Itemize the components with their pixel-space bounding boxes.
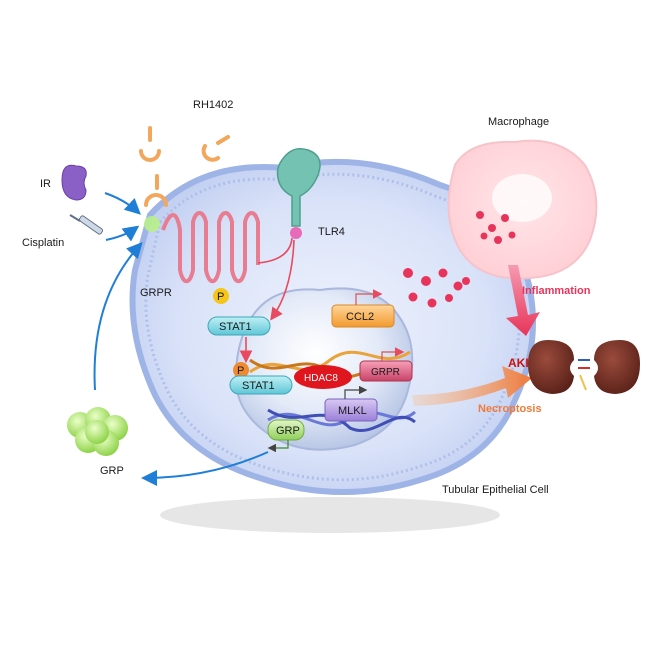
nuclear-stat1-label: STAT1 bbox=[242, 380, 275, 392]
tlr4-receptor bbox=[276, 148, 321, 227]
grp-secreted-label: GRP bbox=[100, 465, 124, 477]
macrophage-granules bbox=[476, 211, 516, 244]
grp-secretion-arrow bbox=[141, 451, 269, 486]
inflammation-arrow bbox=[506, 265, 540, 336]
grpr-ligand-site bbox=[144, 216, 160, 232]
ir-to-grpr-arrow bbox=[104, 192, 141, 215]
cisplatin-to-grpr-arrow bbox=[105, 225, 140, 242]
tlr4-binding-site bbox=[290, 227, 302, 239]
cell-membrane-inner bbox=[144, 172, 521, 482]
phospho-badge-text: P bbox=[217, 291, 224, 303]
macrophage-label: Macrophage bbox=[488, 116, 549, 128]
ir-label: IR bbox=[40, 178, 51, 190]
grp-to-grpr-arrow bbox=[93, 242, 143, 391]
inflammation-label: Inflammation bbox=[522, 285, 591, 297]
grpr-receptor bbox=[161, 211, 260, 284]
ccl2-box bbox=[331, 304, 395, 328]
ccl2-promoter-arrow bbox=[355, 289, 383, 305]
grpr-gene-label: GRPR bbox=[371, 367, 400, 378]
necroptosis-label: Necroptosis bbox=[478, 403, 542, 415]
hdac8-oval bbox=[294, 365, 352, 389]
grp-promoter-arrow bbox=[267, 440, 289, 453]
necroptosis-arrow bbox=[412, 366, 532, 406]
aki-label: AKI bbox=[508, 356, 529, 370]
cell-shadow bbox=[160, 497, 500, 533]
rh1402-label: RH1402 bbox=[193, 99, 233, 111]
ccl2-label: CCL2 bbox=[346, 311, 374, 323]
right-kidney-icon bbox=[594, 340, 640, 394]
nuclear-stat1-box bbox=[229, 375, 293, 395]
cisplatin-label: Cisplatin bbox=[22, 237, 64, 249]
grp-peptide-cluster bbox=[67, 407, 128, 456]
nuclear-phospho-badge bbox=[233, 362, 249, 378]
tlr4-label: TLR4 bbox=[318, 226, 345, 238]
left-kidney-icon bbox=[528, 340, 574, 394]
syringe-icon bbox=[69, 214, 104, 235]
tlr4-to-stat1-arrow bbox=[257, 237, 295, 318]
rh1402-ligands bbox=[139, 126, 230, 207]
mlkl-box bbox=[324, 398, 378, 422]
grpr-receptor-label: GRPR bbox=[140, 287, 172, 299]
mlkl-label: MLKL bbox=[338, 405, 367, 417]
ccl2-secreted-dots bbox=[403, 268, 470, 308]
grpr-gene-box bbox=[359, 360, 413, 382]
grp-gene-label: GRP bbox=[276, 425, 300, 437]
hdac8-label: HDAC8 bbox=[304, 373, 338, 384]
renal-vessels bbox=[578, 359, 590, 391]
cell-type-label: Tubular Epithelial Cell bbox=[442, 484, 549, 496]
mlkl-promoter-arrow bbox=[344, 385, 368, 399]
phospho-badge bbox=[213, 288, 229, 304]
stat1-label: STAT1 bbox=[219, 321, 252, 333]
grpr-promoter-arrow bbox=[381, 347, 405, 361]
nuclear-phospho-text: P bbox=[237, 365, 244, 377]
macrophage-nucleus bbox=[492, 174, 552, 222]
ir-kidney-icon bbox=[61, 164, 87, 201]
stat1-box bbox=[207, 316, 271, 336]
grp-gene-box bbox=[267, 419, 305, 441]
